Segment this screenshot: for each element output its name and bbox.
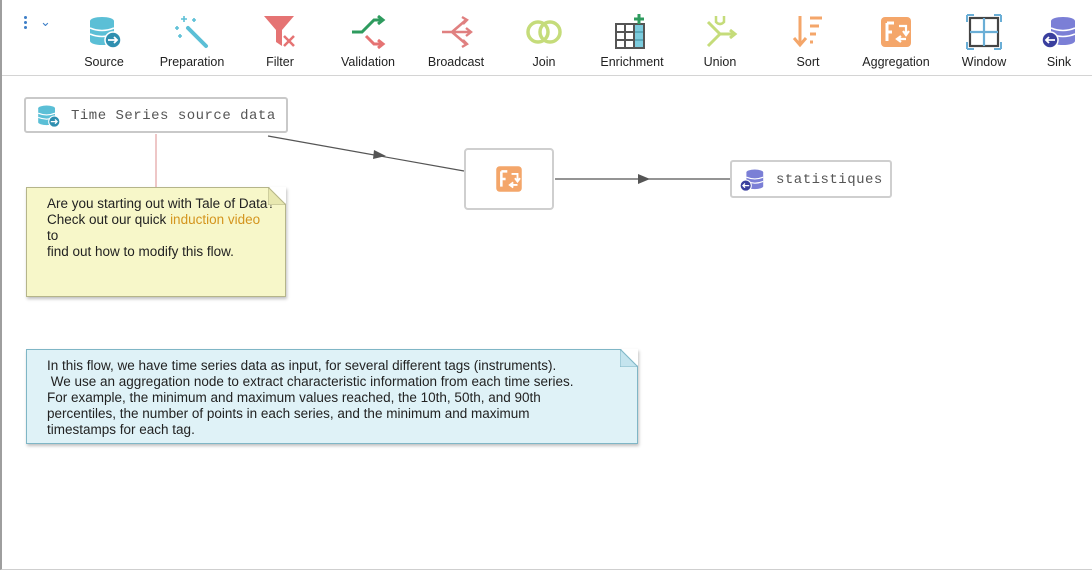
- tool-label: Enrichment: [600, 55, 664, 69]
- description-note[interactable]: In this flow, we have time series data a…: [26, 349, 638, 444]
- note-line: Are you starting out with Tale of Data?: [47, 196, 275, 211]
- toolbar: ⌄ Source Preparation Filter: [2, 0, 1092, 76]
- note-text: to: [47, 228, 59, 243]
- tool-label: Sink: [1046, 55, 1072, 69]
- tool-validation[interactable]: Validation: [324, 8, 412, 72]
- tool-preparation[interactable]: Preparation: [148, 8, 236, 72]
- note-fold-icon: [620, 349, 638, 367]
- magic-wand-icon: [175, 16, 208, 48]
- tool-sink[interactable]: Sink: [1028, 8, 1090, 72]
- help-note[interactable]: Are you starting out with Tale of Data? …: [26, 187, 286, 297]
- note-line: For example, the minimum and maximum val…: [47, 390, 541, 405]
- funnel-icon: [264, 16, 295, 47]
- tool-label: Sort: [796, 55, 820, 69]
- chevron-down-icon: ⌄: [40, 14, 51, 29]
- tool-sort[interactable]: Sort: [764, 8, 852, 72]
- table-plus-icon: [615, 14, 645, 49]
- tool-label: Broadcast: [427, 55, 485, 69]
- sort-icon: [792, 16, 822, 48]
- tool-source[interactable]: Source: [60, 8, 148, 72]
- kebab-icon: [24, 16, 28, 31]
- split-arrows-icon: [352, 14, 386, 50]
- source-icon: [37, 105, 61, 128]
- tool-label: Preparation: [159, 55, 225, 69]
- union-icon: [706, 16, 738, 48]
- join-circles-icon: [526, 20, 562, 44]
- flow-canvas[interactable]: Time Series source data statistiques Are…: [2, 76, 1092, 569]
- menu-toggle-button[interactable]: ⌄: [22, 14, 56, 36]
- note-line: percentiles, the number of points in eac…: [47, 406, 530, 421]
- tool-label: Source: [84, 55, 124, 69]
- aggregation-icon: [496, 166, 522, 192]
- tool-filter[interactable]: Filter: [236, 8, 324, 72]
- broadcast-icon: [442, 15, 473, 49]
- tool-aggregation[interactable]: Aggregation: [852, 8, 940, 72]
- sink-node[interactable]: statistiques: [730, 160, 892, 198]
- source-icon: [89, 17, 122, 49]
- tool-label: Window: [961, 55, 1007, 69]
- sink-node-label: statistiques: [776, 172, 883, 188]
- note-line: We use an aggregation node to extract ch…: [47, 374, 574, 389]
- tool-label: Filter: [266, 55, 294, 69]
- tool-label: Union: [703, 55, 737, 69]
- edge-source-to-aggregation: [267, 135, 465, 172]
- note-fold-icon: [268, 187, 286, 205]
- tool-label: Validation: [341, 55, 395, 69]
- tool-union[interactable]: Union: [676, 8, 764, 72]
- flow-connections: [155, 134, 730, 188]
- arrow-head-1: [373, 150, 386, 159]
- tool-label: Join: [532, 55, 556, 69]
- induction-video-link[interactable]: induction video: [170, 212, 261, 227]
- tool-broadcast[interactable]: Broadcast: [412, 8, 500, 72]
- window-icon: [966, 14, 1002, 50]
- source-node[interactable]: Time Series source data: [24, 97, 288, 133]
- aggregation-icon: [881, 17, 911, 47]
- arrow-head-2: [638, 174, 650, 184]
- note-line: find out how to modify this flow.: [47, 244, 234, 259]
- note-line: In this flow, we have time series data a…: [47, 358, 557, 373]
- tool-join[interactable]: Join: [500, 8, 588, 72]
- note-line: timestamps for each tag.: [47, 422, 195, 437]
- note-line: Check out our quick induction video to: [47, 212, 275, 244]
- note-text: Check out our quick: [47, 212, 171, 227]
- sink-icon: [739, 169, 764, 192]
- aggregation-node[interactable]: [464, 148, 554, 210]
- tool-enrichment[interactable]: Enrichment: [588, 8, 676, 72]
- tool-window[interactable]: Window: [940, 8, 1028, 72]
- tool-label: Aggregation: [862, 55, 930, 69]
- sink-icon: [1041, 17, 1076, 49]
- source-node-label: Time Series source data: [71, 108, 276, 124]
